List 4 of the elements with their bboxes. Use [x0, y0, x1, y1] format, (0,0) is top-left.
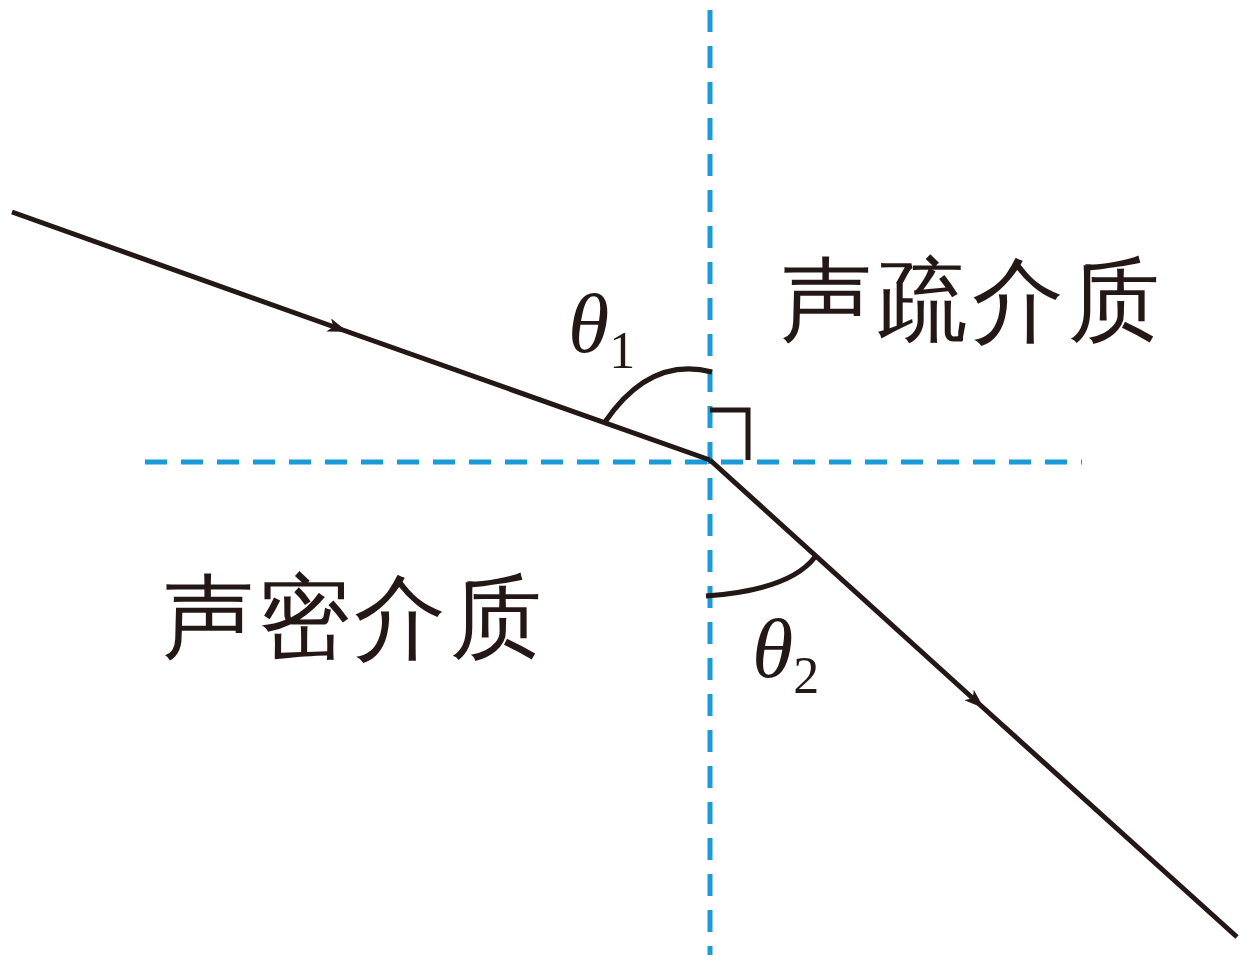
medium-label: 声疏介质	[780, 255, 1164, 347]
angle-label: θ$_{2}$	[752, 607, 820, 702]
angle-label: θ$_{1}$	[568, 282, 636, 377]
medium-label: 声密介质	[162, 572, 546, 664]
